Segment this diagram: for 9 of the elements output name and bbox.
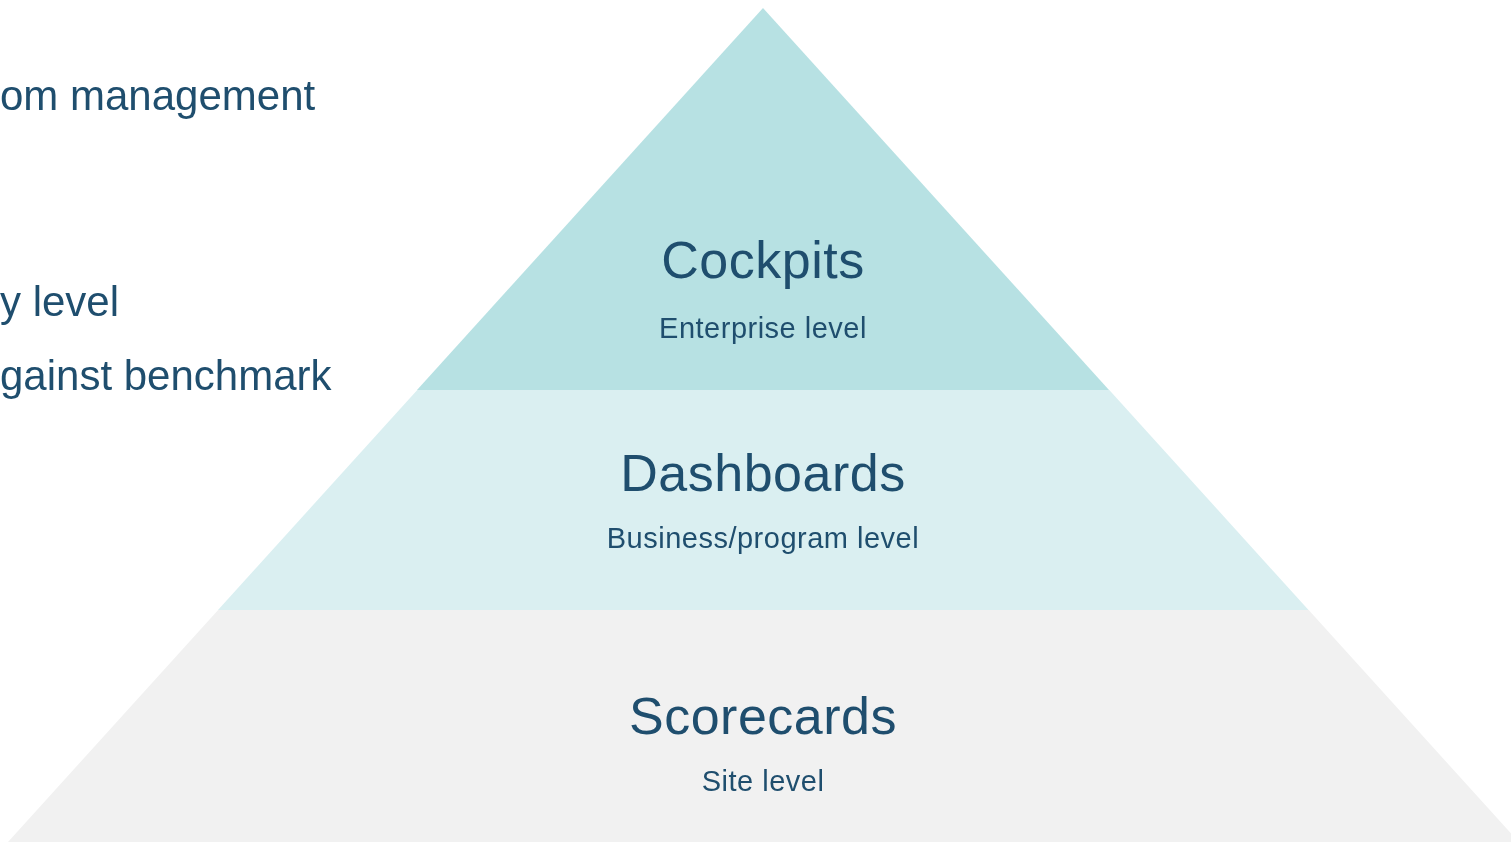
- tier-title: Dashboards: [620, 443, 906, 503]
- bullet-text: y level: [0, 278, 120, 326]
- tier-title: Cockpits: [661, 230, 865, 290]
- tier-subtitle: Business/program level: [606, 522, 920, 555]
- bullet-text: om management: [0, 72, 316, 120]
- bullet-text: gainst benchmark: [0, 352, 332, 400]
- tier-subtitle: Site level: [701, 765, 825, 798]
- tier-subtitle: Enterprise level: [659, 312, 867, 345]
- tier-title: Scorecards: [629, 686, 897, 746]
